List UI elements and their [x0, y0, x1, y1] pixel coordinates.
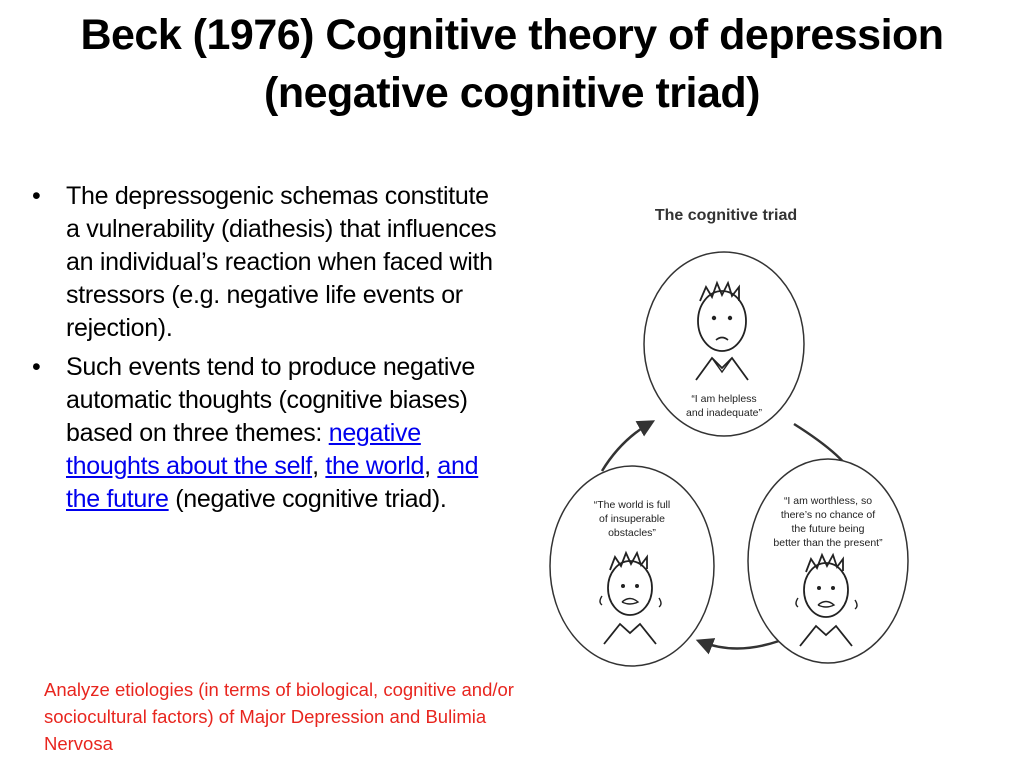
link-the-world[interactable]: the world — [325, 452, 425, 480]
bullet-list: • The depressogenic schemas constitute a… — [28, 180, 498, 522]
slide-title: Beck (1976) Cognitive theory of depressi… — [80, 11, 944, 117]
distressed-face-icon — [599, 550, 662, 645]
quote-future-line: there’s no chance of — [781, 509, 875, 521]
link-the-future[interactable]: and the future — [66, 452, 479, 513]
quote-world-line: of insuperable — [599, 513, 665, 525]
worried-face-icon — [695, 280, 749, 381]
objective-note: Analyze etiologies (in terms of biologic… — [44, 679, 514, 754]
separator: , — [312, 452, 326, 480]
crying-face-icon — [795, 552, 858, 647]
separator: , — [424, 452, 438, 480]
bullet-dot: • — [32, 353, 41, 381]
triad-node-future: “I am worthless, so there’s no chance of… — [747, 458, 909, 664]
quote-self-line: and inadequate” — [686, 407, 762, 419]
arrow-right-to-left — [695, 638, 780, 655]
link-negative-thoughts-self[interactable]: negative thoughts about the self — [66, 419, 421, 480]
quote-world-line: “The world is full — [594, 499, 670, 511]
cognitive-triad-diagram: The cognitive triad “I am helpless and i… — [549, 207, 909, 667]
figure-heading: The cognitive triad — [655, 207, 797, 224]
bullet-text: (negative cognitive triad). — [168, 485, 447, 513]
quote-future-line: better than the present” — [773, 537, 883, 549]
bullet-item: • Such events tend to produce negative a… — [28, 351, 498, 516]
triad-node-world: “The world is full of insuperable obstac… — [549, 465, 715, 667]
quote-world-line: obstacles” — [608, 527, 656, 539]
bullet-dot: • — [32, 182, 41, 210]
arrow-left-to-top — [600, 420, 656, 472]
quote-future-line: “I am worthless, so — [784, 495, 872, 507]
quote-self-line: “I am helpless — [691, 393, 756, 405]
quote-future-line: the future being — [792, 523, 865, 535]
bullet-text: Such events tend to produce negative aut… — [66, 353, 475, 447]
triad-node-self: “I am helpless and inadequate” — [643, 251, 805, 437]
bullet-text: The depressogenic schemas constitute a v… — [66, 182, 497, 342]
bullet-item: • The depressogenic schemas constitute a… — [28, 180, 498, 345]
